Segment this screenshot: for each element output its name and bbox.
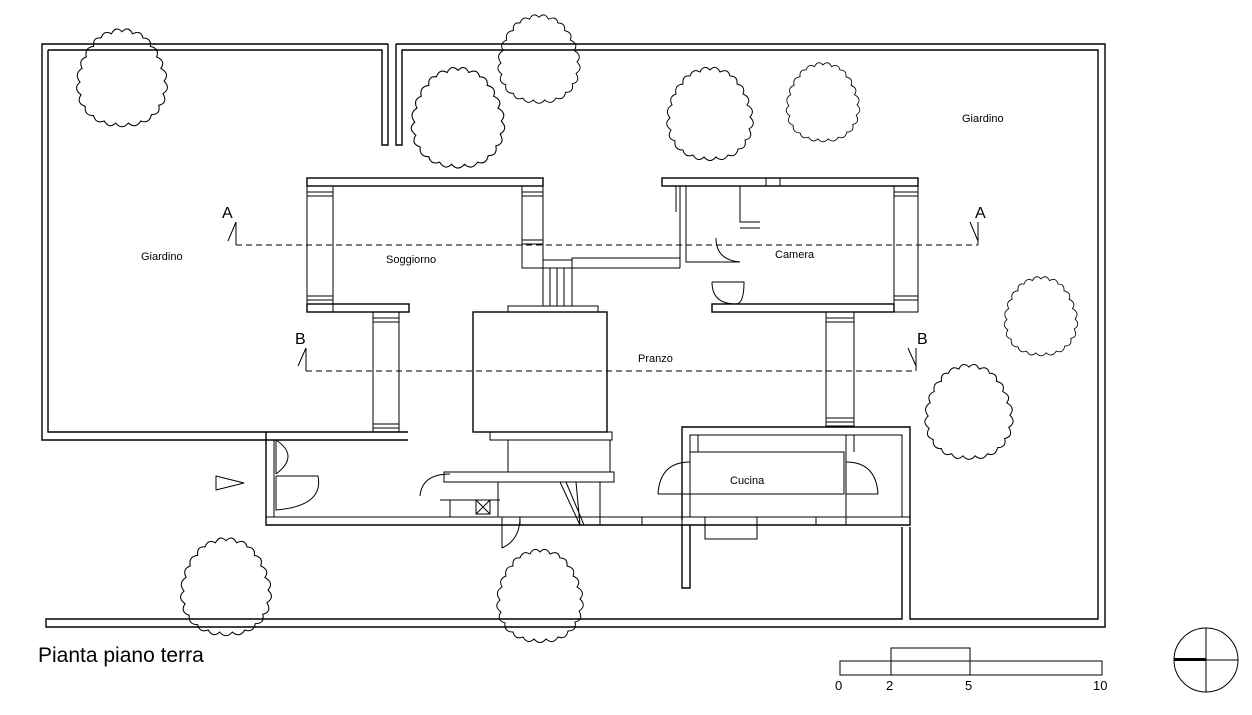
section-mark-a-right: A xyxy=(975,205,986,222)
scale-tick-2: 2 xyxy=(886,678,893,693)
room-label-garden-east: Giardino xyxy=(962,113,1004,125)
room-label-living: Soggiorno xyxy=(386,254,436,266)
doors xyxy=(275,237,879,549)
section-mark-b-left: B xyxy=(295,331,306,348)
tree-icon xyxy=(496,548,584,643)
walls xyxy=(265,177,919,589)
section-mark-a-left: A xyxy=(222,205,233,222)
trees xyxy=(76,14,1079,643)
room-label-dining: Pranzo xyxy=(638,353,673,365)
scale-tick-0: 0 xyxy=(835,678,842,693)
section-lines xyxy=(227,221,979,372)
tree-icon xyxy=(180,537,272,637)
room-label-kitchen: Cucina xyxy=(730,475,765,487)
section-mark-b-right: B xyxy=(917,331,928,348)
tree-icon xyxy=(666,66,754,161)
room-label-garden-west: Giardino xyxy=(141,251,183,263)
scale-bar: 0 2 5 10 xyxy=(835,647,1107,693)
tree-icon xyxy=(924,363,1014,460)
scale-tick-10: 10 xyxy=(1093,678,1107,693)
north-arrow-icon xyxy=(1173,627,1239,693)
site-boundary xyxy=(41,43,1106,628)
tree-icon xyxy=(410,67,506,169)
entrance-arrow-icon xyxy=(215,475,245,491)
drawing-title: Pianta piano terra xyxy=(38,644,204,667)
tree-icon xyxy=(785,62,861,143)
scale-tick-5: 5 xyxy=(965,678,972,693)
tree-icon xyxy=(1003,276,1079,357)
tree-icon xyxy=(497,14,581,104)
room-label-bedroom: Camera xyxy=(775,249,815,261)
